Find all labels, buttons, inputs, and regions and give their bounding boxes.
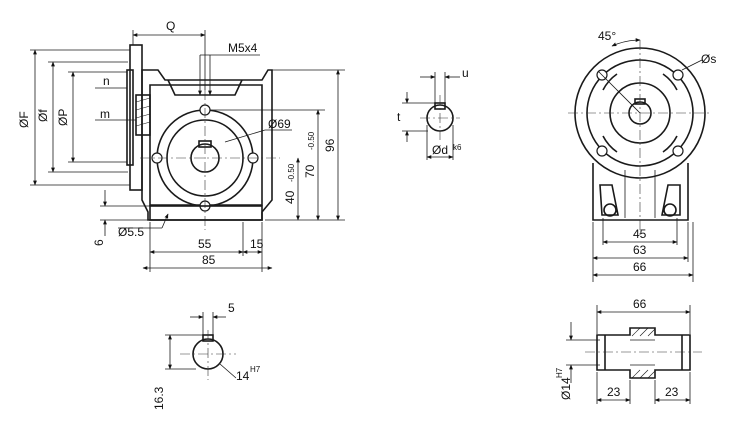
- side-foot-hole-left: [603, 203, 617, 217]
- flange-spigot: [126, 69, 134, 166]
- label-40: 40: [283, 190, 297, 204]
- label-Q: Q: [166, 19, 175, 33]
- label-M5x4: M5x4: [228, 41, 258, 55]
- shaft-body: [596, 327, 691, 379]
- label-t: t: [397, 110, 401, 124]
- label-shaft-23-right: 23: [665, 385, 679, 399]
- side-foot-right: [661, 184, 681, 216]
- arc-slot-1: [602, 73, 618, 91]
- top-ridge: [167, 79, 243, 96]
- label-d: Ød: [432, 143, 448, 157]
- label-P: ØP: [56, 109, 70, 126]
- arc-slot-4: [602, 135, 618, 153]
- label-70-tol: -0.50: [307, 131, 316, 150]
- bore-detail: 5 16.3 14 H7: [152, 301, 261, 410]
- label-shaft-h7: H7: [555, 367, 564, 378]
- label-n: n: [103, 74, 110, 88]
- gearbox-housing: [141, 69, 273, 221]
- label-85: 85: [202, 253, 216, 267]
- main-front-view: Q M5x4 ØF Øf ØP n m Ø69 6: [17, 19, 345, 272]
- shaft-key-detail: u t Ød k6: [397, 66, 469, 160]
- label-f: Øf: [36, 109, 50, 122]
- worm-section: [135, 94, 151, 136]
- label-bore-14: 14: [236, 369, 250, 383]
- label-s: Øs: [701, 52, 716, 66]
- arc-slot-3: [662, 135, 678, 153]
- label-side-63: 63: [633, 243, 647, 257]
- label-bore-5: 5: [228, 301, 235, 315]
- label-shaft-23-left: 23: [607, 385, 621, 399]
- label-16-3: 16.3: [152, 386, 166, 410]
- label-side-45: 45: [633, 227, 647, 241]
- label-k6: k6: [453, 143, 462, 152]
- side-housing: [592, 163, 689, 221]
- label-d5-5: Ø5.5: [118, 225, 144, 239]
- housing-foot: [149, 205, 263, 221]
- housing-inner: [149, 84, 263, 206]
- label-bore-h7: H7: [250, 365, 261, 374]
- side-bolt-2: [672, 69, 684, 81]
- label-55: 55: [198, 237, 212, 251]
- side-foot-left: [599, 184, 619, 216]
- label-u: u: [462, 66, 469, 80]
- label-shaft-d14: Ø14: [559, 377, 573, 400]
- side-foot-hole-right: [663, 203, 677, 217]
- label-15: 15: [250, 237, 264, 251]
- label-m: m: [100, 107, 110, 121]
- label-d69: Ø69: [268, 117, 291, 131]
- side-bolt-4: [596, 145, 608, 157]
- label-side-66: 66: [633, 260, 647, 274]
- label-F: ØF: [17, 111, 31, 128]
- side-bolt-3: [672, 145, 684, 157]
- label-shaft-66: 66: [633, 297, 647, 311]
- label-70: 70: [303, 164, 317, 178]
- label-45-deg: 45°: [598, 29, 616, 43]
- label-six: 6: [92, 239, 106, 246]
- arc-slot-2: [662, 73, 678, 91]
- label-96: 96: [323, 138, 337, 152]
- side-view: 45° Øs 45 63 66: [568, 29, 716, 282]
- label-40-tol: -0.50: [287, 163, 296, 182]
- hollow-shaft-detail: 66 Ø14 H7 23 23: [555, 297, 702, 404]
